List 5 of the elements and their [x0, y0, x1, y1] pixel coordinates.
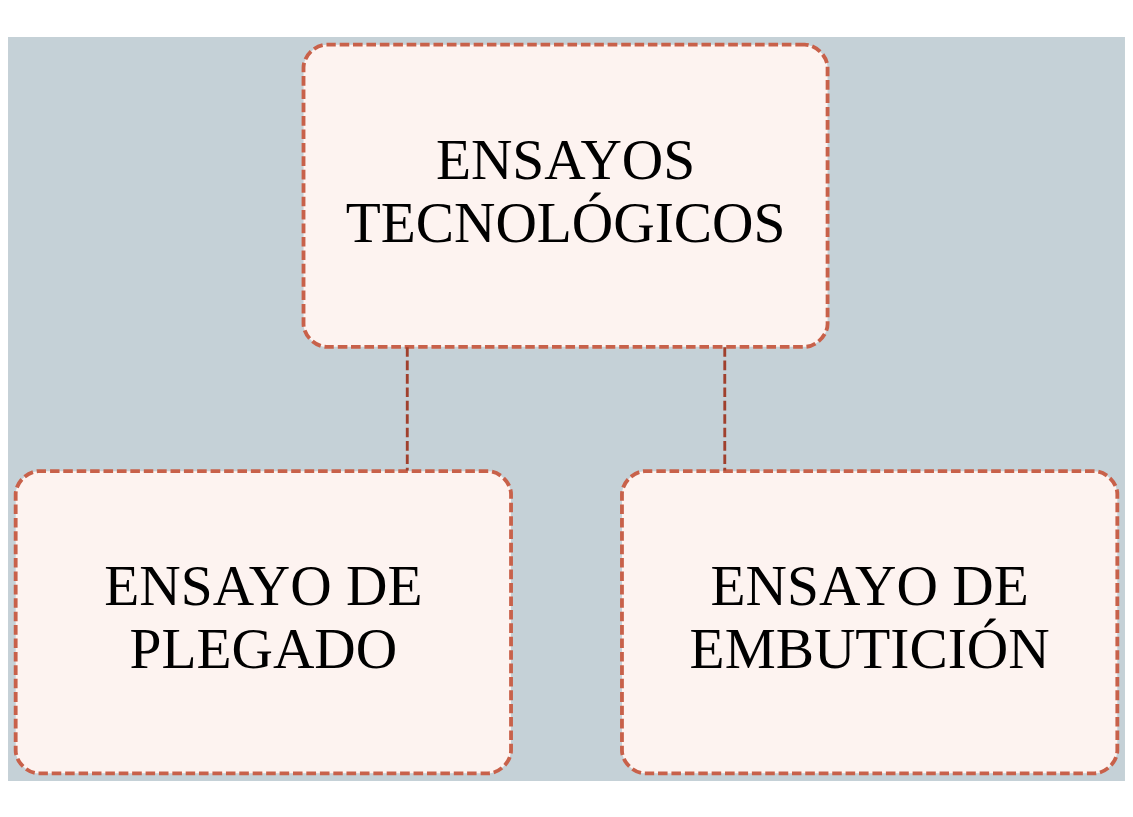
node-box: ENSAYO DE PLEGADO [13, 468, 513, 775]
node-box: ENSAYO DE EMBUTICIÓN [620, 468, 1120, 775]
connector [723, 346, 727, 470]
node-box: ENSAYOS TECNOLÓGICOS [301, 42, 830, 349]
connector [405, 346, 409, 470]
